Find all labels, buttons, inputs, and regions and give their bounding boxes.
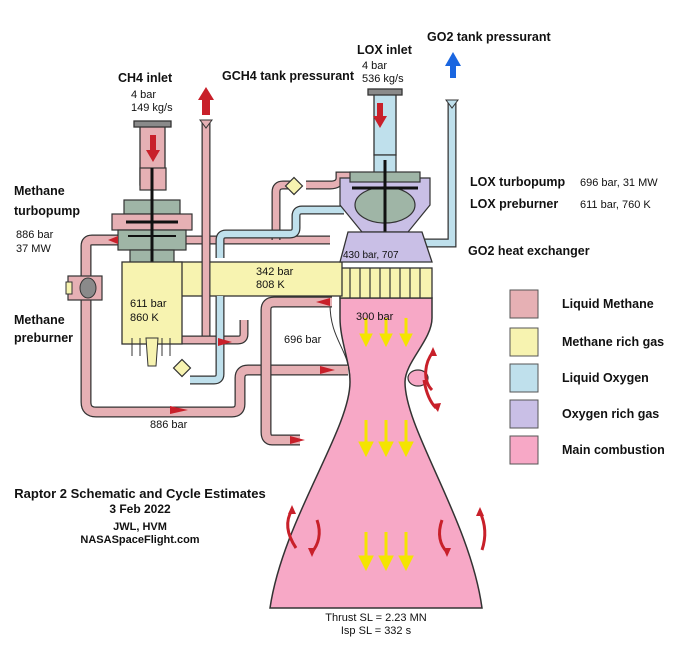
go2-heat-exchanger-label: GO2 heat exchanger xyxy=(468,244,590,258)
thrust-label: Thrust SL = 2.23 MN xyxy=(325,612,426,624)
legend-label: Oxygen rich gas xyxy=(562,407,659,421)
go2-pressurant-tip xyxy=(445,99,459,109)
legend-label: Liquid Oxygen xyxy=(562,371,649,385)
legend-item: Liquid Methane xyxy=(509,289,654,319)
methane-preburner-temp: 860 K xyxy=(130,312,159,324)
legend-item: Liquid Oxygen xyxy=(509,363,649,393)
coolant-line-pressure: 886 bar xyxy=(150,419,188,431)
lox-preburner xyxy=(339,231,433,263)
legend: Liquid Methane Methane rich gas Liquid O… xyxy=(509,289,665,465)
credit-site: NASASpaceFlight.com xyxy=(80,534,199,546)
methane-preburner-label-2: preburner xyxy=(14,331,73,345)
lox-inlet-pressure: 4 bar xyxy=(362,60,387,72)
ch4-inlet-pressure: 4 bar xyxy=(131,89,156,101)
legend-swatch-main-combustion xyxy=(509,435,539,465)
credit-date: 3 Feb 2022 xyxy=(109,502,171,516)
lox-turbopump xyxy=(339,154,431,250)
legend-swatch-liquid-methane xyxy=(509,289,539,319)
lox-preburner-valve xyxy=(172,358,192,378)
lox-turbopump-values: 696 bar, 31 MW xyxy=(580,177,658,189)
nozzle-flow-arrowheads xyxy=(288,347,484,557)
methane-pump-power: 37 MW xyxy=(16,243,51,255)
chamber-pressure: 300 bar xyxy=(356,311,394,323)
methane-turbopump-label-1: Methane xyxy=(14,184,65,198)
go2-pressurant-arrow xyxy=(445,52,461,78)
lox-inlet-label: LOX inlet xyxy=(357,43,413,57)
methane-rich-gas-pressure: 342 bar xyxy=(256,266,294,278)
methane-rich-gas-duct xyxy=(169,261,343,297)
legend-item: Main combustion xyxy=(509,435,665,465)
legend-item: Oxygen rich gas xyxy=(509,399,659,429)
methane-preburner xyxy=(121,261,183,345)
preburner-igniter xyxy=(145,337,159,367)
credit-title: Raptor 2 Schematic and Cycle Estimates xyxy=(14,486,265,501)
legend-label: Main combustion xyxy=(562,443,665,457)
gch4-pressurant-tip xyxy=(199,119,213,129)
ch4-inlet-flow: 149 kg/s xyxy=(131,102,173,114)
methane-turbopump xyxy=(111,167,193,269)
nozzle-coolant-left xyxy=(329,303,351,381)
legend-swatch-methane-rich-gas xyxy=(509,327,539,357)
methane-turbopump-label-2: turbopump xyxy=(14,204,80,218)
lox-line-pressure: 696 bar xyxy=(284,334,322,346)
gch4-pressurant-label: GCH4 tank pressurant xyxy=(222,69,355,83)
lox-inlet-flow: 536 kg/s xyxy=(362,73,404,85)
lox-preburner-values: 611 bar, 760 K xyxy=(580,199,651,211)
ch4-inlet-label: CH4 inlet xyxy=(118,71,173,85)
methane-rich-gas-temp: 808 K xyxy=(256,279,285,291)
methane-pump-pressure: 886 bar xyxy=(16,229,54,241)
exhaust-arrows xyxy=(358,318,414,572)
methane-preburner-pressure: 611 bar xyxy=(130,298,167,310)
legend-label: Liquid Methane xyxy=(562,297,654,311)
legend-label: Methane rich gas xyxy=(562,335,664,349)
methane-main-valve xyxy=(65,275,103,301)
lox-preburner-label: LOX preburner xyxy=(470,197,558,211)
ox-rich-gas-state: 430 bar, 707 xyxy=(343,250,399,261)
crossover-valve xyxy=(284,176,304,196)
methane-preburner-label-1: Methane xyxy=(14,313,65,327)
injector-elements xyxy=(349,268,421,298)
legend-swatch-liquid-oxygen xyxy=(509,363,539,393)
credit-authors: JWL, HVM xyxy=(113,521,167,533)
methane-piping xyxy=(80,120,350,446)
main-injector xyxy=(339,267,433,299)
isp-label: Isp SL = 332 s xyxy=(341,625,412,637)
flow-arrows xyxy=(108,87,387,444)
lox-turbopump-label: LOX turbopump xyxy=(470,175,565,189)
legend-item: Methane rich gas xyxy=(509,327,664,357)
legend-swatch-oxygen-rich-gas xyxy=(509,399,539,429)
go2-pressurant-label: GO2 tank pressurant xyxy=(427,30,551,44)
preburner-injectors xyxy=(131,338,171,356)
